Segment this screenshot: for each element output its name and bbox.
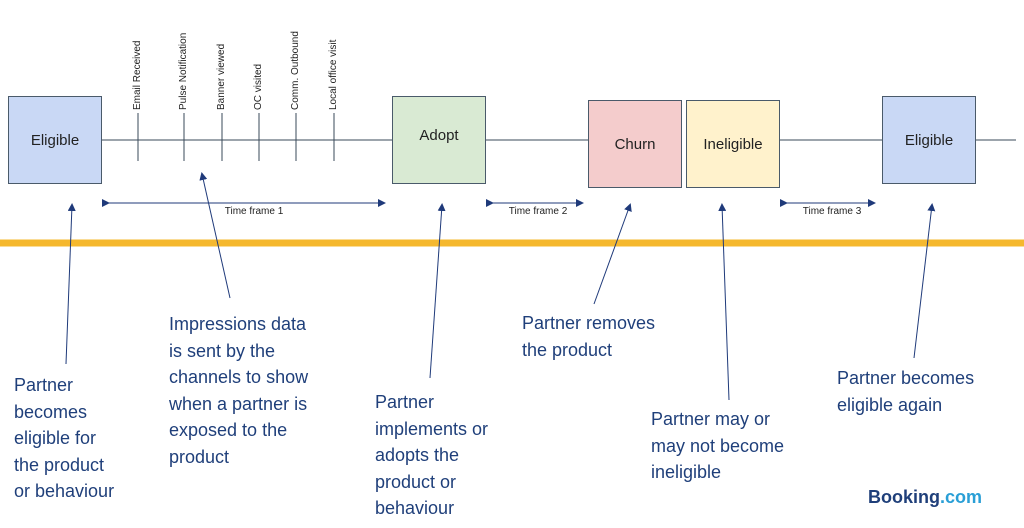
adopt-box: Adopt	[392, 96, 486, 184]
note-line: implements or	[375, 418, 489, 439]
note-line: Partner	[14, 375, 74, 395]
note-line: ineligible	[651, 462, 722, 482]
note-line: behaviour	[375, 498, 455, 518]
note-line: when a partner is	[169, 393, 308, 414]
eligible-box-label: Eligible	[30, 131, 80, 149]
note-removes: Partner removes the product	[522, 310, 655, 363]
pointer-arrows	[65, 172, 936, 401]
channel-label-banner: Banner viewed	[216, 43, 227, 110]
note-partner-eligible: Partner becomes eligible for the product…	[14, 372, 114, 505]
note-may-not: Partner may or may not become ineligible	[651, 406, 784, 486]
channel-label-oc: OC visited	[253, 63, 264, 110]
channel-label-email: Email Received	[132, 40, 143, 110]
note-line: is sent by the	[169, 340, 276, 361]
channel-label-comm: Comm. Outbound	[290, 31, 301, 110]
ineligible-box-label: Ineligible	[703, 135, 763, 153]
note-line: Partner may or	[651, 409, 771, 429]
time-frame-2-label: Time frame 2	[508, 206, 568, 217]
time-frame-1-label: Time frame 1	[224, 206, 284, 217]
note-line: channels to show	[169, 367, 309, 387]
note-line: may not become	[651, 435, 785, 456]
adopt-box-label: Adopt	[419, 127, 459, 144]
note-line: Partner becomes	[837, 368, 975, 388]
eligible-again-box: Eligible	[882, 96, 976, 184]
note-line: eligible again	[837, 394, 943, 415]
eligible-again-box-label: Eligible	[904, 131, 954, 149]
ineligible-box: Ineligible	[686, 100, 780, 188]
note-line: the product	[522, 339, 613, 360]
channel-label-pulse: Pulse Notification	[178, 32, 189, 110]
note-line: or behaviour	[14, 481, 115, 501]
eligible-box: Eligible	[8, 96, 102, 184]
logo-brand: Booking	[868, 487, 940, 507]
booking-logo: Booking.com	[868, 487, 982, 508]
note-line: product	[169, 446, 230, 467]
note-eligible-again: Partner becomes eligible again	[837, 365, 974, 418]
note-adopts: Partner implements or adopts the product…	[375, 389, 488, 522]
time-frame-3-label: Time frame 3	[802, 206, 862, 217]
note-line: exposed to the	[169, 420, 288, 440]
note-line: becomes	[14, 401, 88, 422]
channel-ticks	[137, 113, 335, 161]
note-line: adopts the	[375, 445, 460, 465]
churn-box: Churn	[588, 100, 682, 188]
logo-suffix: .com	[940, 487, 983, 507]
churn-box-label: Churn	[614, 135, 656, 153]
note-line: eligible for	[14, 428, 97, 448]
note-line: Impressions data	[169, 314, 307, 334]
channel-label-office: Local office visit	[328, 39, 339, 110]
note-line: Partner	[375, 392, 435, 412]
note-line: Partner removes	[522, 313, 656, 333]
note-line: product or	[375, 471, 457, 492]
note-line: the product	[14, 454, 105, 475]
note-impressions: Impressions data is sent by the channels…	[169, 311, 308, 470]
